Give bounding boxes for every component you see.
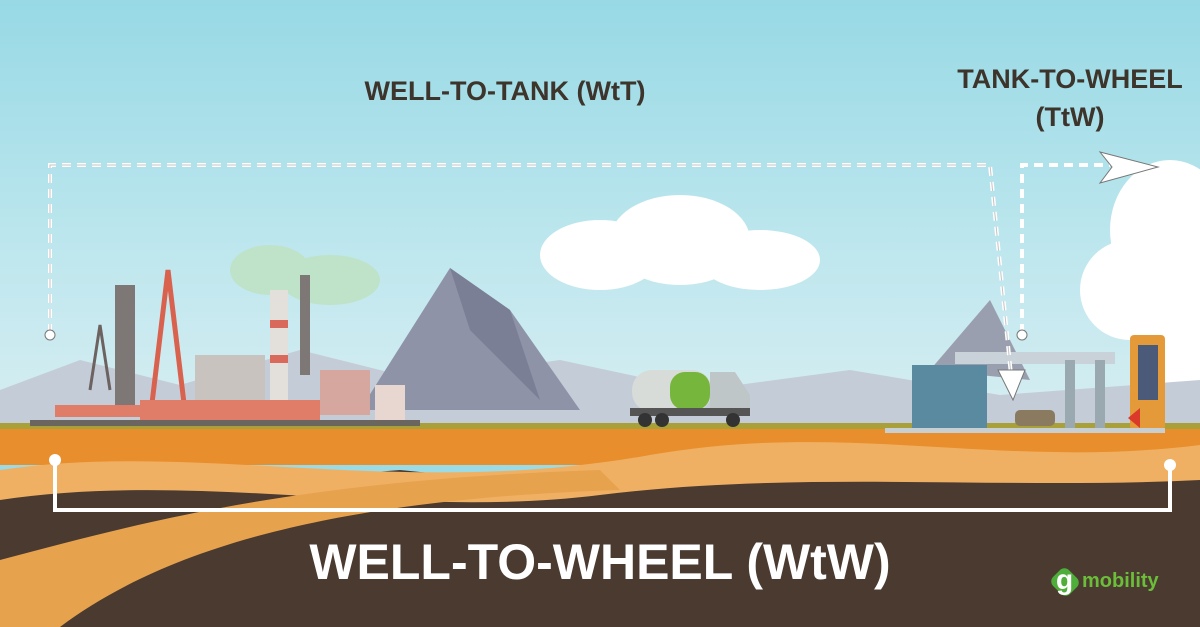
wtt-arrow-head: [997, 369, 1026, 402]
ttw-arrow-head: [1098, 151, 1160, 184]
tank-to-wheel-label: TANK-TO-WHEEL (TtW): [930, 60, 1200, 136]
sand-path: [0, 470, 620, 627]
ttw-dashed-line: [1020, 163, 1110, 333]
well-to-wheel-label: WELL-TO-WHEEL (WtW): [309, 534, 891, 590]
tank-to-wheel-line2: (TtW): [1035, 102, 1105, 132]
tanker-truck: [630, 370, 750, 427]
refinery: [30, 269, 420, 426]
tank-to-wheel-line1: TANK-TO-WHEEL: [957, 64, 1183, 94]
gmobility-logo: g mobility: [1048, 564, 1160, 608]
wtw-bracket: [53, 460, 1172, 512]
ttw-start-dot: [1016, 329, 1028, 341]
wtt-start-dot: [44, 329, 56, 341]
well-to-tank-label: WELL-TO-TANK (WtT): [364, 76, 646, 106]
logo-text: mobility: [1082, 570, 1159, 592]
logo-mark: g: [1056, 564, 1074, 595]
gas-station: [885, 335, 1165, 433]
